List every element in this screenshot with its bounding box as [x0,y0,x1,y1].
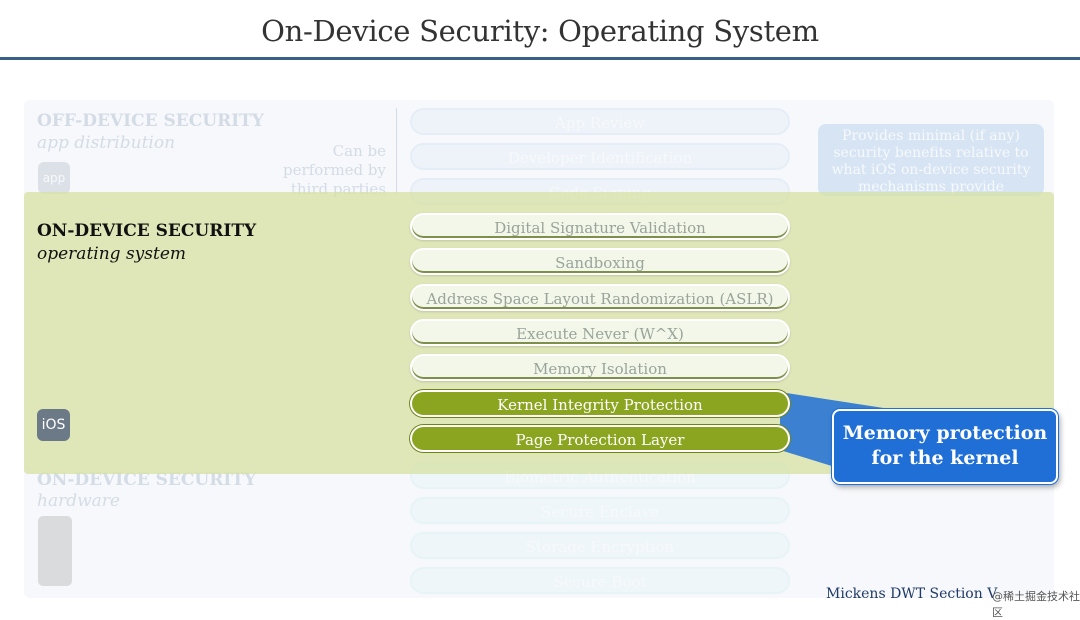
off-device-heading: OFF-DEVICE SECURITY [37,111,264,131]
item-storage-encryption: Storage Encryption [410,532,790,559]
os-subheading: operating system [37,244,187,264]
item-memory-isolation: Memory Isolation [410,354,790,381]
title-divider [0,57,1080,60]
callout-box: Memory protection for the kernel [832,409,1058,484]
section-divider [396,108,397,194]
os-heading: ON-DEVICE SECURITY [37,221,257,241]
footer-credit: Mickens DWT Section V [826,586,998,602]
item-app-review: App Review [410,108,790,135]
item-digital-signature-validation: Digital Signature Validation [410,213,790,240]
off-device-subheading: app distribution [37,133,176,153]
hardware-heading: ON-DEVICE SECURITY [37,470,257,490]
watermark: @稀土掘金技术社区 [992,590,1080,619]
item-kernel-integrity-protection: Kernel Integrity Protection [410,390,790,417]
info-note: Provides minimal (if any) security benef… [818,124,1044,196]
phone-icon [38,516,72,586]
page-title: On-Device Security: Operating System [261,14,819,48]
item-aslr: Address Space Layout Randomization (ASLR… [410,284,790,311]
hardware-subheading: hardware [37,491,120,511]
item-developer-identification: Developer Identification [410,143,790,170]
item-secure-boot: Secure Boot [410,567,790,594]
callout-connector [780,392,890,484]
app-store-icon: app [38,162,70,194]
item-page-protection-layer: Page Protection Layer [410,425,790,452]
item-execute-never: Execute Never (W^X) [410,319,790,346]
item-sandboxing: Sandboxing [410,248,790,275]
item-secure-enclave: Secure Enclave [410,497,790,524]
ios-icon: iOS [37,409,70,441]
